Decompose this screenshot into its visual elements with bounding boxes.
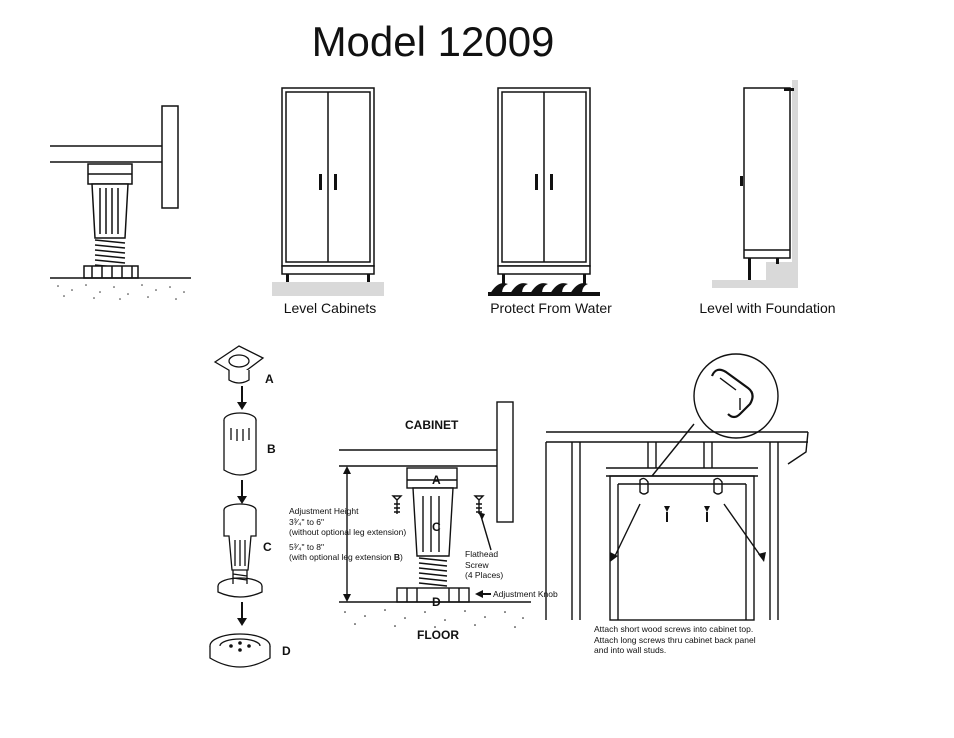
adjustment-knob-label: Adjustment Knob: [493, 589, 558, 599]
adjustment-height-note: Adjustment Height 3³⁄₄" to 6" (without o…: [289, 506, 419, 563]
section-label-a: A: [432, 473, 441, 487]
wall-mount-instructions: Attach short wood screws into cabinet to…: [594, 624, 756, 655]
section-label-d: D: [432, 595, 441, 609]
part-label-d: D: [282, 644, 291, 658]
level-cabinets-illustration: [272, 87, 384, 296]
caption-protect-from-water: Protect From Water: [490, 300, 612, 316]
range-with-extension: 5³⁄₄" to 8": [289, 541, 325, 552]
caption-level-cabinets: Level Cabinets: [283, 300, 377, 316]
flathead-screw-note: Flathead Screw (4 Places): [465, 549, 504, 580]
adjustment-height-title: Adjustment Height: [289, 506, 359, 516]
part-label-a: A: [265, 372, 274, 386]
label-cabinet: CABINET: [405, 418, 459, 432]
level-with-foundation-illustration: [712, 80, 798, 288]
label-floor: FLOOR: [417, 628, 459, 642]
range-without-extension: 3³⁄₄" to 6": [289, 516, 325, 527]
leg-cross-section-illustration: [339, 401, 531, 628]
page-title: Model 12009: [311, 18, 555, 65]
range-with-extension-note: (with optional leg extension B): [289, 552, 403, 562]
section-label-c: C: [432, 520, 441, 534]
wall-mount-illustration: [545, 353, 809, 621]
leg-closeup-illustration: [50, 105, 191, 300]
exploded-parts-illustration: [209, 345, 271, 668]
protect-from-water-illustration: [488, 87, 600, 296]
range-without-extension-note: (without optional leg extension): [289, 527, 407, 537]
caption-level-with-foundation: Level with Foundation: [699, 300, 836, 316]
part-label-b: B: [267, 442, 276, 456]
part-label-c: C: [263, 540, 272, 554]
